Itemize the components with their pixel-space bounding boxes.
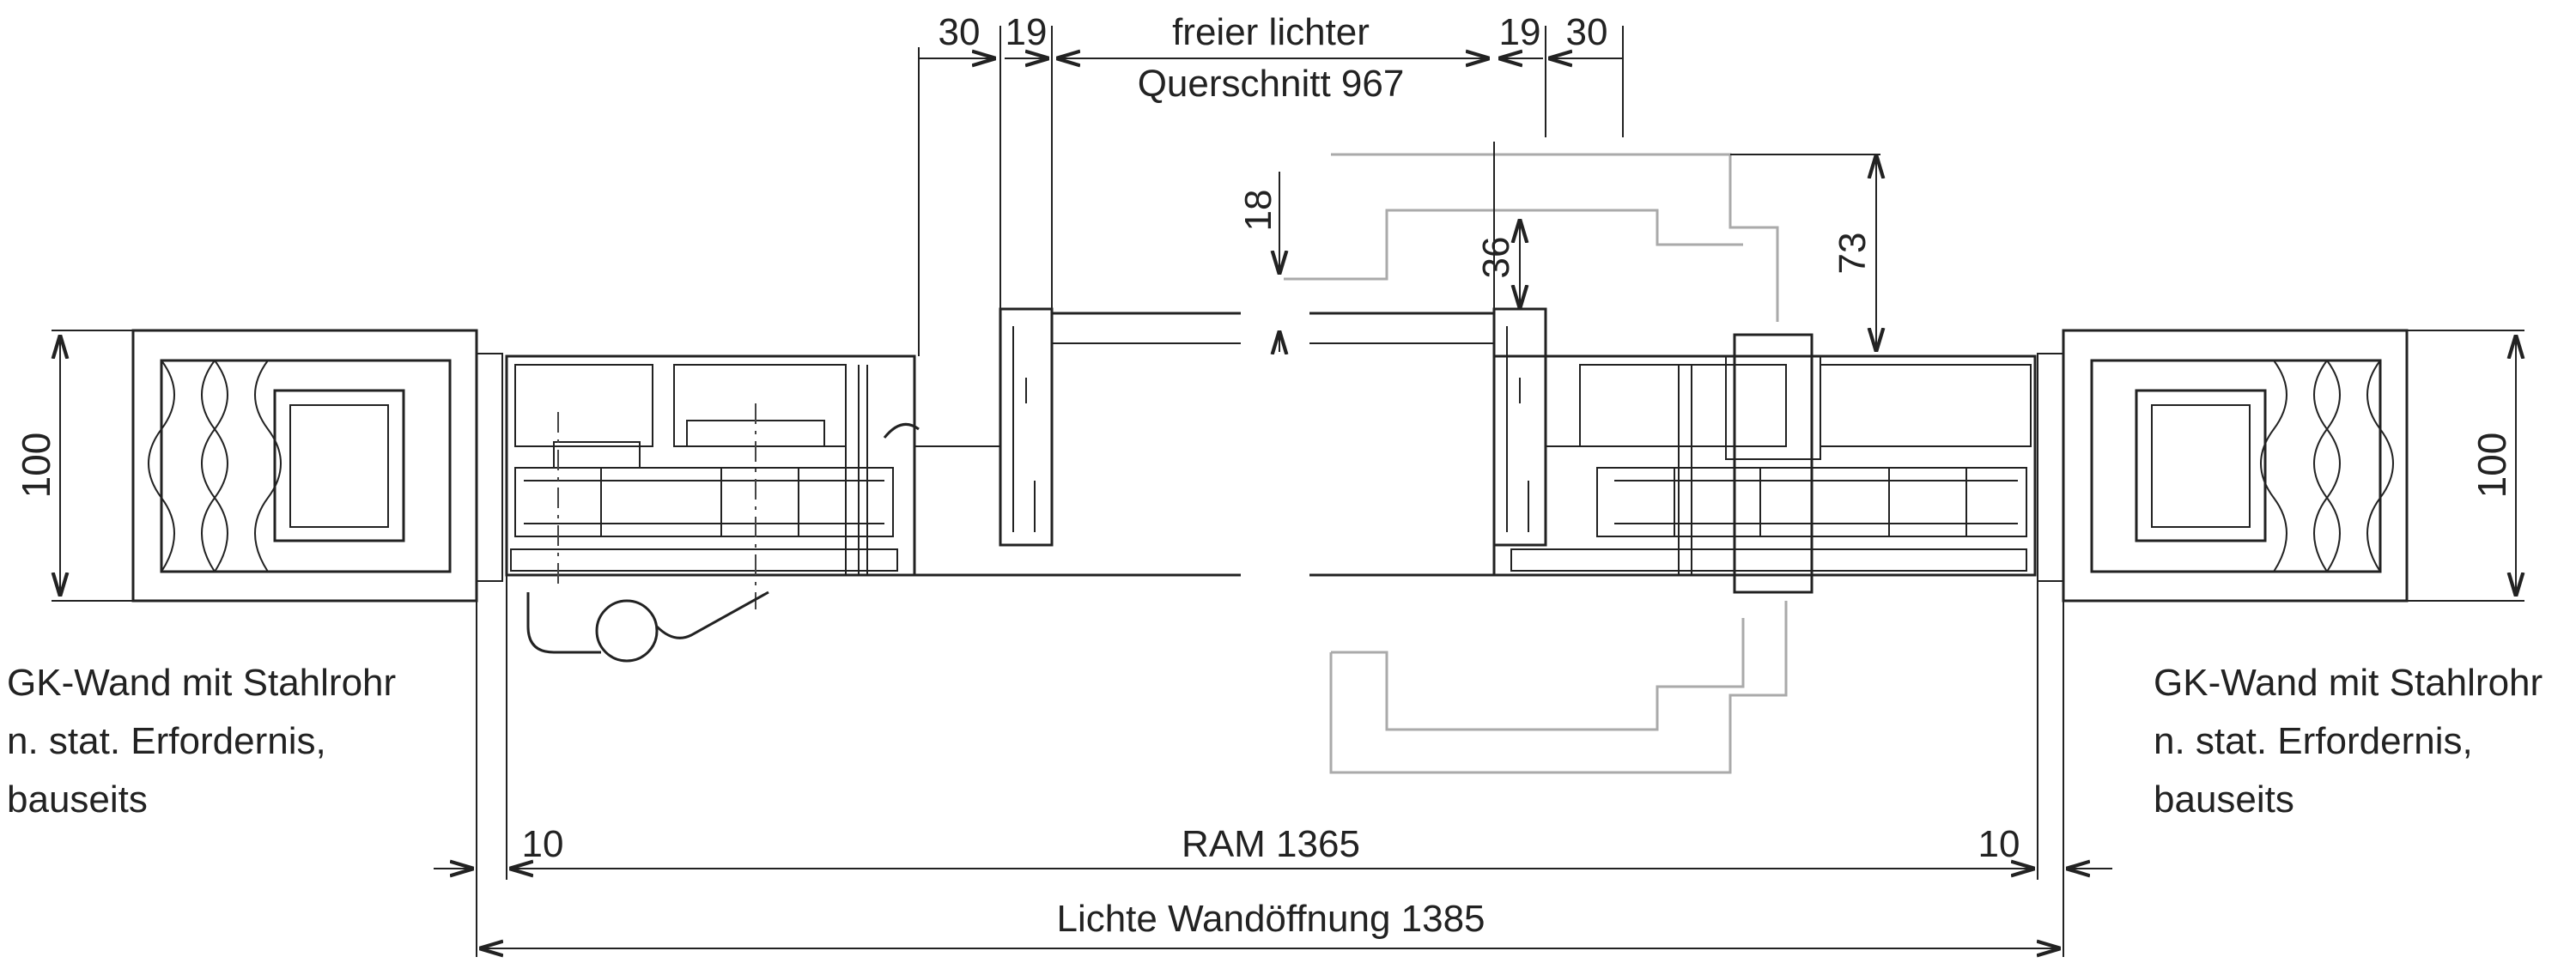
dim-100-right: 100 [2470, 433, 2514, 499]
dim-top-19-left: 19 [1005, 11, 1048, 53]
dim-10-right: 10 [1978, 823, 2020, 865]
dim-10-left: 10 [522, 823, 564, 865]
ram-dimension: RAM 1365 [1182, 823, 1360, 865]
left-wall [131, 329, 503, 603]
dim-top-19-right: 19 [1499, 11, 1541, 53]
right-frame-profile [1492, 307, 2037, 594]
right-wall [2037, 329, 2409, 603]
hinge-outline [1284, 153, 1788, 774]
wall-note-left-line2: n. stat. Erfordernis, [7, 720, 326, 762]
wall-opening-dimension: Lichte Wandöffnung 1385 [1056, 898, 1485, 940]
left-frame-profile [505, 307, 1054, 663]
wall-note-right-line2: n. stat. Erfordernis, [2154, 720, 2473, 762]
dim-100-left: 100 [14, 433, 58, 499]
clear-section-line2: Querschnitt 967 [1138, 63, 1405, 105]
dim-73: 73 [1832, 233, 1874, 275]
dim-18: 18 [1237, 190, 1279, 232]
wall-note-left-line1: GK-Wand mit Stahlrohr [7, 662, 396, 704]
dim-36: 36 [1475, 237, 1517, 279]
wall-note-right: GK-Wand mit Stahlrohr n. stat. Erfordern… [2154, 662, 2543, 821]
wall-note-left-line3: bauseits [7, 778, 148, 821]
clear-section-line1: freier lichter [1172, 11, 1370, 53]
dim-top-30-left: 30 [939, 11, 981, 53]
wall-note-right-line1: GK-Wand mit Stahlrohr [2154, 662, 2543, 704]
wall-note-right-line3: bauseits [2154, 778, 2294, 821]
dimension-lines [52, 26, 2524, 957]
dimension-texts: 30 19 freier lichter Querschnitt 967 19 … [14, 11, 2514, 940]
wall-note-left: GK-Wand mit Stahlrohr n. stat. Erfordern… [7, 662, 396, 821]
door-leaves [914, 312, 1580, 577]
dim-top-30-right: 30 [1566, 11, 1608, 53]
